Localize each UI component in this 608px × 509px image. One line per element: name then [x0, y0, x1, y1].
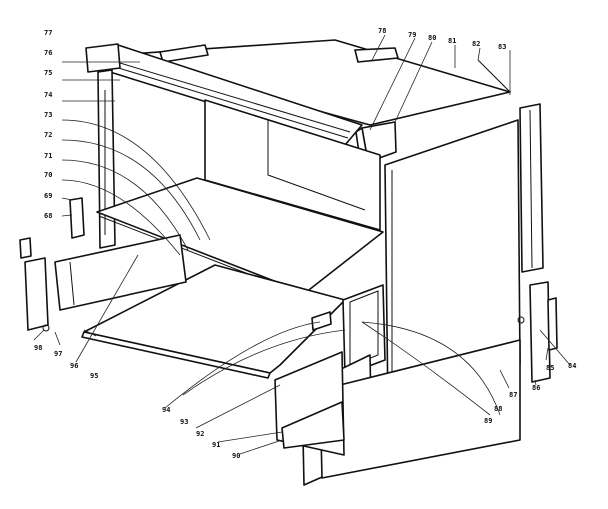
- callout-labels: 77 76 75 74 73 72 71 70 69 68 78 79 80 8…: [34, 27, 576, 460]
- callout-85: 85: [546, 364, 554, 372]
- callout-78: 78: [378, 27, 386, 35]
- door-panel-lower: [274, 351, 345, 456]
- bottom-panel: [81, 264, 346, 379]
- callout-81: 81: [448, 37, 456, 45]
- callout-92: 92: [196, 430, 204, 438]
- callout-83: 83: [498, 43, 506, 51]
- callout-95: 95: [90, 372, 98, 380]
- callout-93: 93: [180, 418, 188, 426]
- callout-74: 74: [44, 91, 52, 99]
- callout-76: 76: [44, 49, 52, 57]
- callout-68: 68: [44, 212, 52, 220]
- callout-98: 98: [34, 344, 42, 352]
- left-side-wall: [97, 69, 116, 249]
- right-lower-bracket: [517, 281, 558, 383]
- right-rear-post: [519, 103, 544, 273]
- rear-bracket-right: [354, 47, 399, 63]
- callout-77: 77: [44, 29, 52, 37]
- left-panel-bracket: [19, 237, 50, 332]
- callout-71: 71: [44, 152, 52, 160]
- callout-72: 72: [44, 131, 52, 139]
- callout-73: 73: [44, 111, 52, 119]
- door-frame-rear: [342, 284, 386, 376]
- leader-lines: [33, 34, 571, 455]
- callout-91: 91: [212, 441, 220, 449]
- front-cross-rail: [85, 43, 363, 146]
- callout-75: 75: [44, 69, 52, 77]
- mounting-block: [311, 311, 332, 331]
- inner-rear-wall: [204, 99, 381, 231]
- callout-70: 70: [44, 171, 52, 179]
- callout-79: 79: [408, 31, 416, 39]
- callout-69: 69: [44, 192, 52, 200]
- callout-86: 86: [532, 384, 540, 392]
- callout-89: 89: [484, 417, 492, 425]
- left-front-post: [54, 234, 187, 311]
- small-bracket: [69, 197, 85, 239]
- callout-88: 88: [494, 405, 502, 413]
- callout-90: 90: [232, 452, 240, 460]
- callout-84: 84: [568, 362, 576, 370]
- callout-96: 96: [70, 362, 78, 370]
- callout-87: 87: [509, 391, 517, 399]
- callout-80: 80: [428, 34, 436, 42]
- callout-94: 94: [162, 406, 170, 414]
- callout-97: 97: [54, 350, 62, 358]
- callout-82: 82: [472, 40, 480, 48]
